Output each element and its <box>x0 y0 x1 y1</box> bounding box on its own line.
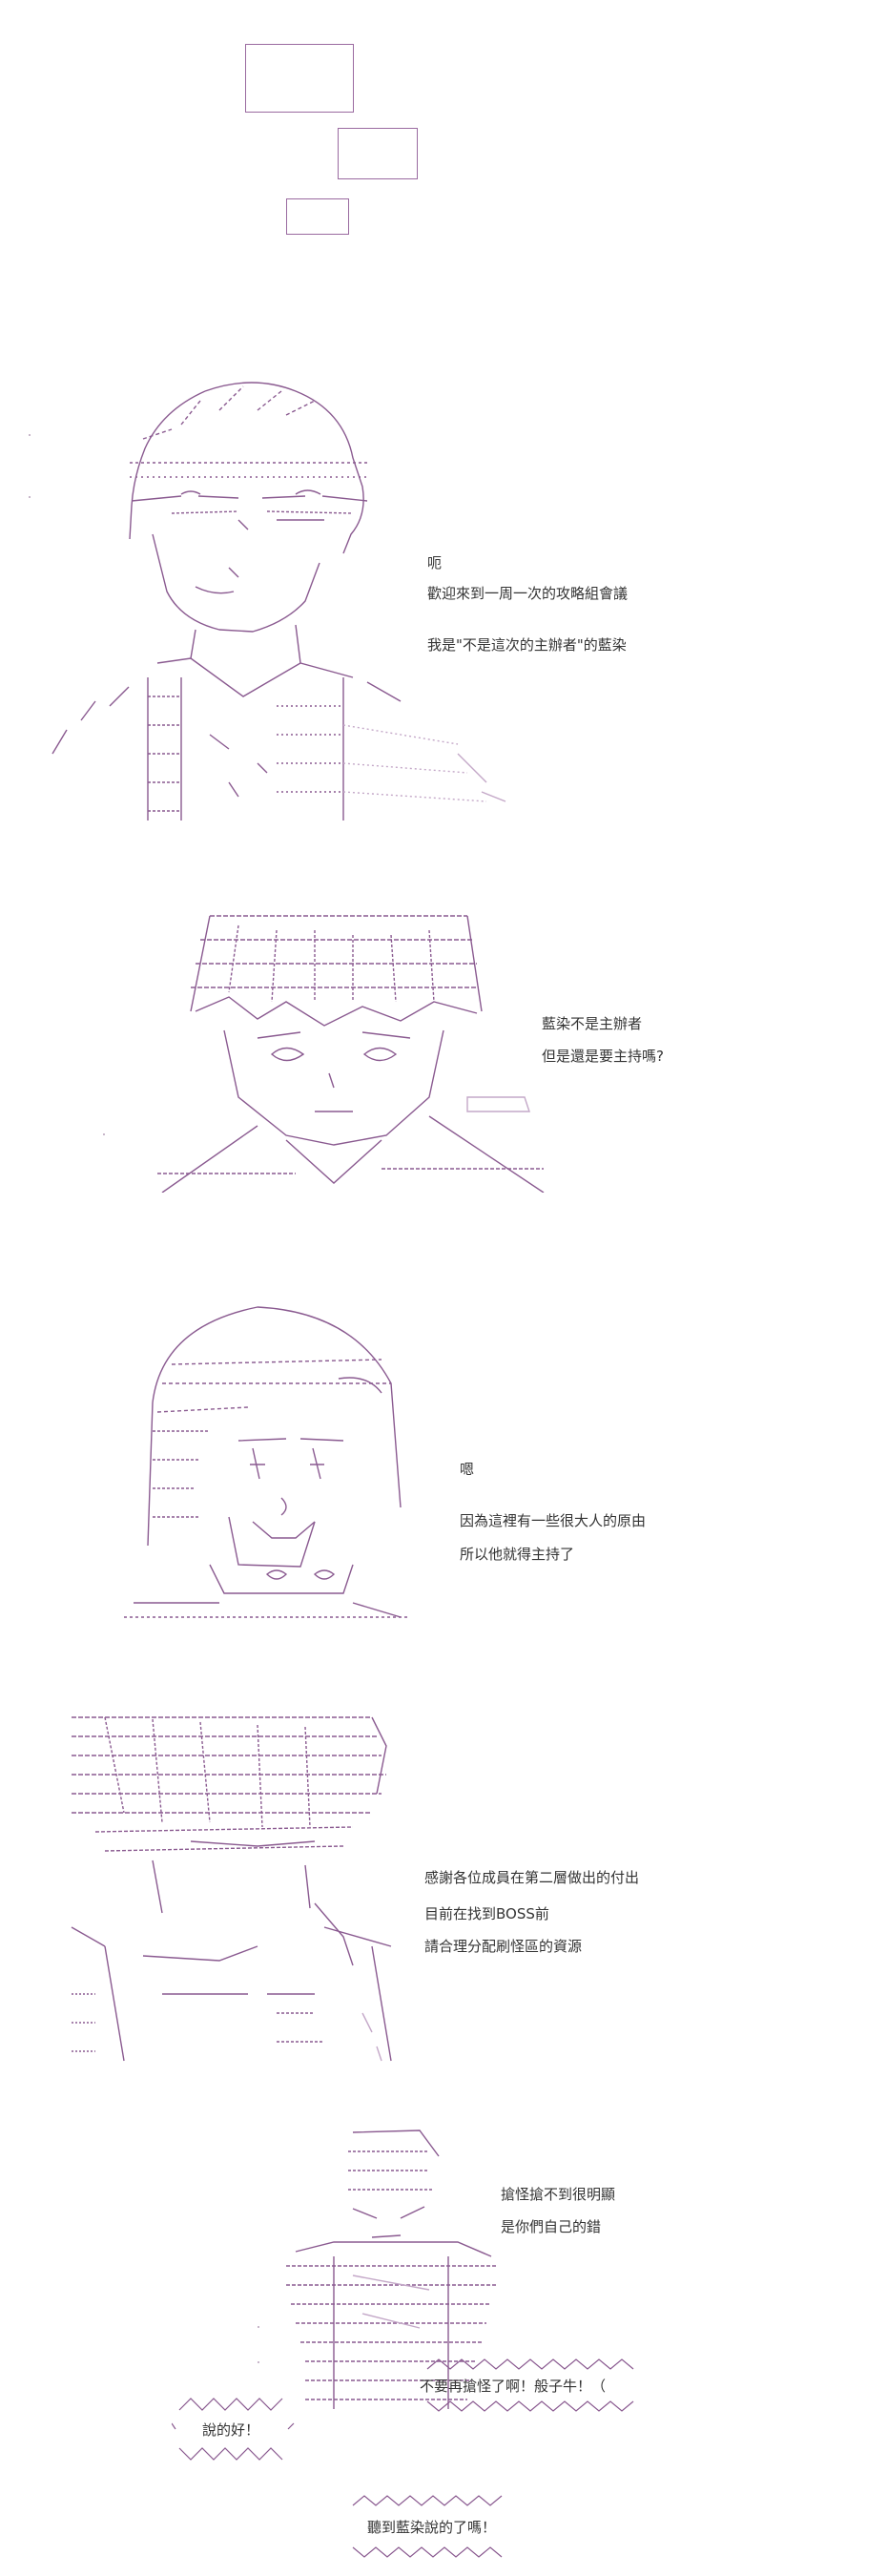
panel1-line2: 歡迎來到一周一次的攻略組會議 <box>427 585 629 602</box>
panel4-line1: 感謝各位成員在第二層做出的付出 <box>424 1869 640 1886</box>
panel2-figure-art <box>143 906 572 1193</box>
panel3-line1: 嗯 <box>460 1461 475 1478</box>
panel1-figure-art <box>38 372 515 821</box>
panel3-figure-art <box>95 1288 429 1641</box>
panel5-figure-art <box>277 2123 505 2419</box>
panel2-line1: 藍染不是主辦者 <box>542 1015 643 1032</box>
panel1-line3: 我是"不是這次的主辦者"的藍染 <box>427 636 627 654</box>
panel3-line3: 所以他就得主持了 <box>460 1546 575 1563</box>
decor-dot <box>258 2326 259 2328</box>
panel4-figure-art <box>67 1708 410 2070</box>
panel1-line1: 呃 <box>427 554 443 571</box>
decor-dot <box>103 1133 105 1135</box>
shout-right-text: 不要再搶怪了啊！般子牛！（ <box>420 2378 607 2395</box>
shout-bottom-bubble-icon <box>345 2490 517 2563</box>
shout-bottom-text: 聽到藍染說的了嗎！ <box>366 2519 496 2536</box>
shout-left-bubble-icon <box>172 2393 296 2465</box>
decor-dot <box>29 496 31 498</box>
panel3-line2: 因為這裡有一些很大人的原由 <box>460 1512 647 1529</box>
decor-dot <box>258 2361 259 2363</box>
speaker-box-icon <box>245 44 354 113</box>
panel5-line2: 是你們自己的錯 <box>501 2218 602 2235</box>
panel5-line1: 搶怪搶不到很明顯 <box>501 2186 616 2203</box>
panel2-line2: 但是還是要主持嗎? <box>542 1048 664 1065</box>
speaker-box-icon <box>286 198 349 235</box>
shout-left-text: 說的好！ <box>201 2421 259 2439</box>
speaker-box-icon <box>338 128 418 179</box>
decor-dot <box>29 434 31 436</box>
shout-right-bubble-icon <box>418 2352 647 2419</box>
panel4-line2: 目前在找到BOSS前 <box>424 1905 549 1922</box>
panel4-line3: 請合理分配刷怪區的資源 <box>424 1938 583 1955</box>
